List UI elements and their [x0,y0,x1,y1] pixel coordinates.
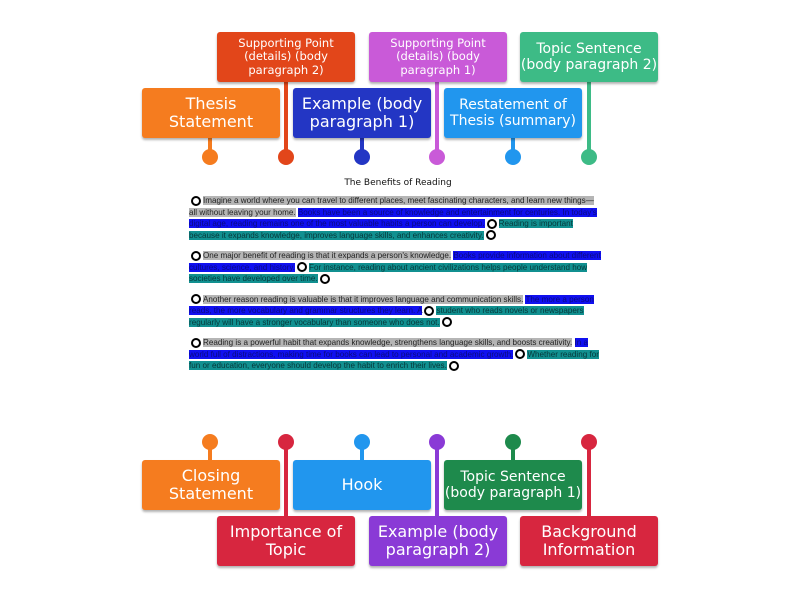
anchor-ring [297,262,308,273]
connector [587,445,591,517]
label-example-bp2[interactable]: Example (body paragraph 2) [369,516,507,566]
connector [360,138,364,152]
anchor-ring [319,273,330,284]
anchor-ring [485,230,496,241]
paragraph-conclusion: Reading is a powerful habit that expands… [189,337,601,372]
drop-target-dot[interactable] [429,434,445,450]
anchor-ring [191,250,201,261]
connector [587,82,591,152]
connector [435,445,439,517]
drop-target-dot[interactable] [505,434,521,450]
connector [435,82,439,152]
anchor-ring [486,218,497,229]
drop-target-dot[interactable] [581,149,597,165]
label-background-information[interactable]: Background Information [520,516,658,566]
anchor-ring [448,360,459,371]
label-example-bp1[interactable]: Example (body paragraph 1) [293,88,431,138]
anchor-ring [191,195,201,206]
label-closing-statement[interactable]: Closing Statement [142,460,280,510]
connector [284,445,288,517]
anchor-ring [424,305,435,316]
restatement-text: Reading is a powerful habit that expands… [203,338,573,347]
connector [511,138,515,152]
drop-target-dot[interactable] [278,434,294,450]
label-importance-of-topic[interactable]: Importance of Topic [217,516,355,566]
anchor-ring [191,294,201,305]
connector [511,445,515,460]
drop-target-dot[interactable] [505,149,521,165]
drop-target-dot[interactable] [354,434,370,450]
anchor-ring [191,337,201,348]
topic-sentence-text: One major benefit of reading is that it … [203,251,452,260]
essay-title: The Benefits of Reading [344,178,452,188]
label-restatement-of-thesis[interactable]: Restatement of Thesis (summary) [444,88,582,138]
drop-target-dot[interactable] [202,149,218,165]
drop-target-dot[interactable] [202,434,218,450]
connector [284,82,288,152]
drop-target-dot[interactable] [278,149,294,165]
topic-sentence-text: Another reason reading is valuable is th… [203,294,524,304]
label-supporting-point-bp2[interactable]: Supporting Point (details) (body paragra… [217,32,355,82]
drop-target-dot[interactable] [429,149,445,165]
connector [208,138,212,152]
drop-target-dot[interactable] [581,434,597,450]
label-supporting-point-bp1[interactable]: Supporting Point (details) (body paragra… [369,32,507,82]
label-thesis-statement[interactable]: Thesis Statement [142,88,280,138]
connector [208,445,212,460]
paragraph-body-1: One major benefit of reading is that it … [189,250,601,285]
label-hook[interactable]: Hook [293,460,431,510]
paragraph-intro: Imagine a world where you can travel to … [189,195,601,241]
paragraph-body-2: Another reason reading is valuable is th… [189,294,601,329]
anchor-ring [441,317,452,328]
label-topic-sentence-bp2[interactable]: Topic Sentence (body paragraph 2) [520,32,658,82]
connector [360,445,364,460]
essay-body: Imagine a world where you can travel to … [189,195,601,381]
anchor-ring [515,349,526,360]
label-topic-sentence-bp1[interactable]: Topic Sentence (body paragraph 1) [444,460,582,510]
drop-target-dot[interactable] [354,149,370,165]
